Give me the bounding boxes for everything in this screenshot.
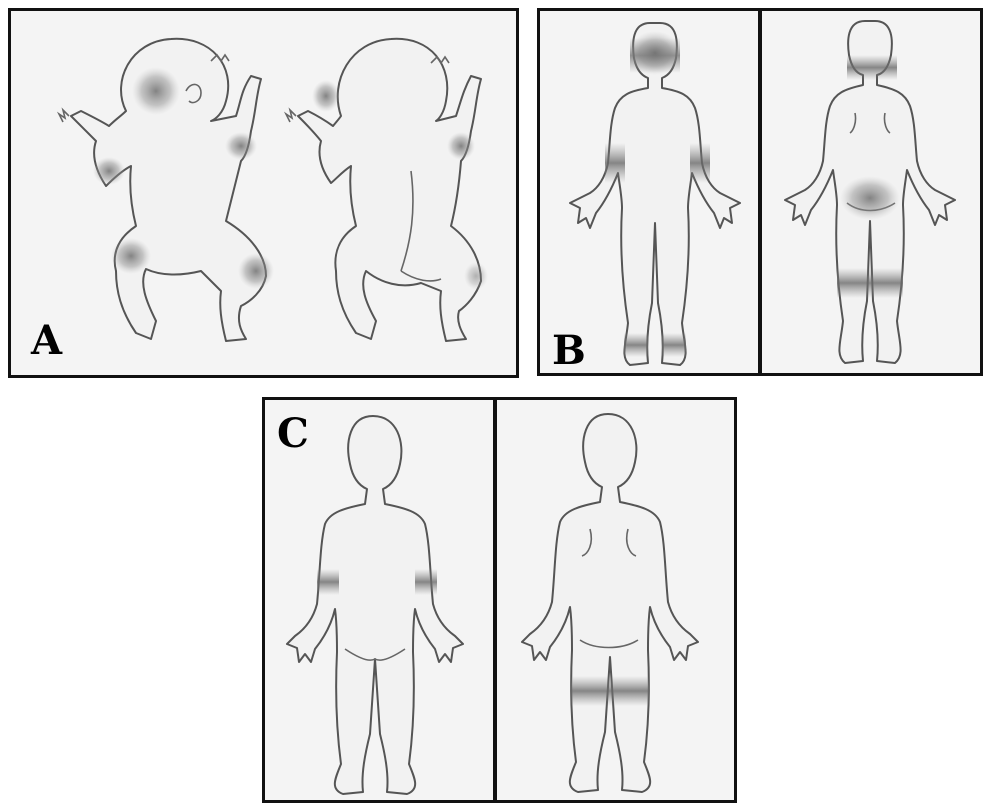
infant-back-figure (281, 21, 519, 361)
panel-b: B (537, 8, 983, 376)
child-front-figure (275, 404, 485, 803)
panel-label-a: A (31, 321, 62, 361)
child-back-figure (510, 404, 720, 803)
infant-front-figure (51, 21, 311, 361)
panel-c: C (262, 397, 737, 803)
panel-label-c: C (277, 414, 309, 454)
panel-label-b: B (552, 331, 586, 371)
adult-back-figure (775, 13, 975, 373)
panel-c-divider (493, 400, 497, 803)
panel-a: A (8, 8, 519, 378)
adult-front-figure (560, 13, 760, 373)
